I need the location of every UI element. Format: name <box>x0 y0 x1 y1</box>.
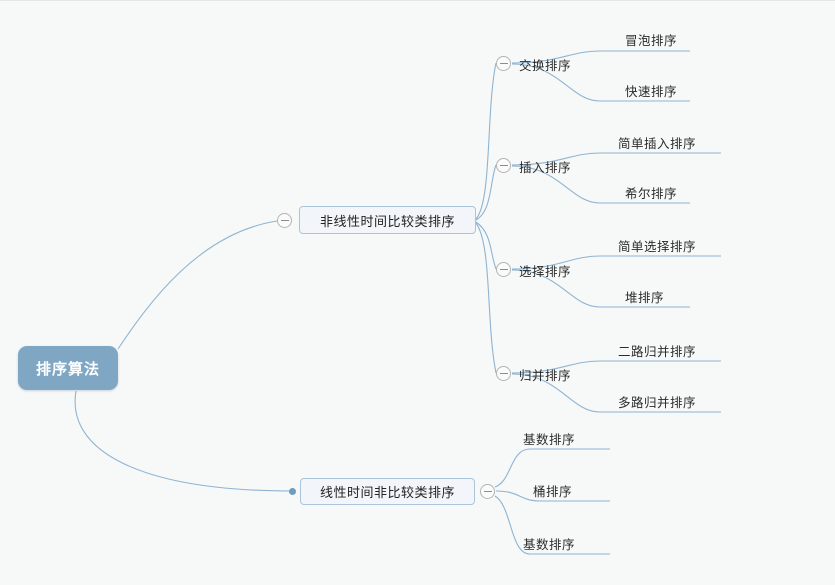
toggle-insertion[interactable] <box>496 158 511 173</box>
subbranch-node-merge[interactable]: 归并排序 <box>519 368 572 383</box>
leaf-node-bubble-sort[interactable]: 冒泡排序 <box>625 33 678 48</box>
leaf-node-quick-sort[interactable]: 快速排序 <box>625 84 678 99</box>
edge-root-nonlinear <box>117 220 278 350</box>
leaf-node-heap-sort[interactable]: 堆排序 <box>625 290 665 305</box>
toggle-nonlinear[interactable] <box>277 213 292 228</box>
edge-nonlinear-exchange <box>475 62 497 220</box>
connector-dot-linear <box>289 488 296 495</box>
subbranch-node-insertion[interactable]: 插入排序 <box>519 160 572 175</box>
subbranch-node-exchange[interactable]: 交换排序 <box>519 58 572 73</box>
root-node[interactable]: 排序算法 <box>18 346 118 390</box>
toggle-merge[interactable] <box>496 366 511 381</box>
edge-root-linear <box>74 390 294 492</box>
branch-node-nonlinear[interactable]: 非线性时间比较类排序 <box>299 206 476 234</box>
toggle-selection[interactable] <box>496 262 511 277</box>
edge-nonlinear-insertion <box>475 164 497 221</box>
toggle-exchange[interactable] <box>496 56 511 71</box>
edge-nonlinear-selection <box>475 221 497 270</box>
leaf-node-two-way-merge-sort[interactable]: 二路归并排序 <box>618 344 697 359</box>
toggle-linear[interactable] <box>480 484 495 499</box>
leaf-node-shell-sort[interactable]: 希尔排序 <box>625 186 678 201</box>
leaf-node-simple-selection-sort[interactable]: 简单选择排序 <box>618 239 697 254</box>
leaf-node-multi-way-merge-sort[interactable]: 多路归并排序 <box>618 395 697 410</box>
leaf-node-simple-insertion-sort[interactable]: 简单插入排序 <box>618 136 697 151</box>
leaf-node-radix-sort-2[interactable]: 基数排序 <box>523 537 576 552</box>
subbranch-node-selection[interactable]: 选择排序 <box>519 264 572 279</box>
leaf-node-bucket-sort[interactable]: 桶排序 <box>533 484 573 499</box>
branch-node-linear[interactable]: 线性时间非比较类排序 <box>300 478 475 505</box>
edge-nonlinear-merge <box>475 222 497 374</box>
leaf-node-radix-sort-1[interactable]: 基数排序 <box>523 432 576 447</box>
